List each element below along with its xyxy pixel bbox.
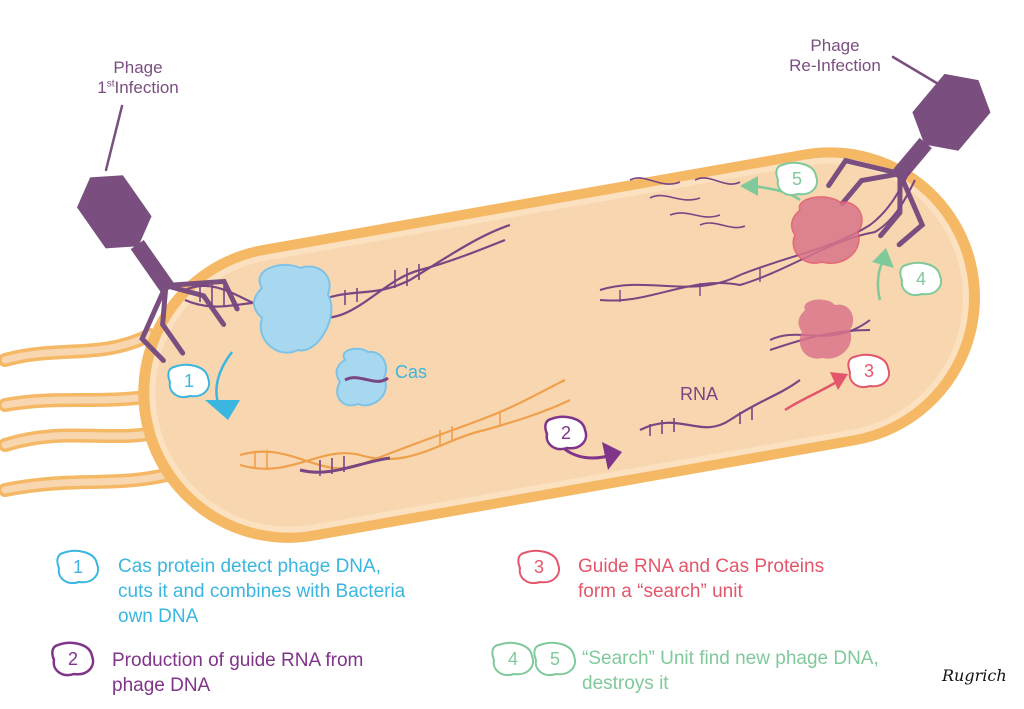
search-unit-protein [798,299,854,359]
legend-badge-step1-num: 1 [72,557,83,577]
arrow-step1-head [205,400,240,420]
label-cas: Cas [395,362,428,382]
orange-dna-strand [239,379,571,476]
badge-in-cell-step4: 4 [898,260,944,298]
legend-step2-text-value: Production of guide RNA from phage DNA [112,650,364,697]
arrow-step4-head [872,248,894,268]
label-phage-reinfection-line2: Re-Infection [789,56,881,76]
legend-step1-text: Cas protein detect phage DNA, cuts it an… [118,554,405,629]
badge-in-cell-step4-num: 4 [915,269,926,289]
badge-in-cell-step2-num: 2 [560,423,571,443]
cas-protein-large [253,263,333,354]
legend-step1-text-value: Cas protein detect phage DNA, cuts it an… [118,556,406,628]
phage-first-infection [76,104,240,363]
badge-in-cell-step3-num: 3 [863,361,874,381]
phage-dna-targeted [599,169,916,302]
badge-in-cell-step1: 1 [166,362,212,400]
badge-in-cell-step5-num: 5 [791,169,802,189]
cas-dna-fragment [344,376,389,383]
badge-in-cell-step2: 2 [543,414,589,452]
legend-badge-step3: 3 [516,548,562,586]
legend-step2-text: Production of guide RNA from phage DNA [112,648,363,698]
phage-reinfection [826,55,991,248]
label-phage-first-line1: Phage [113,58,163,77]
legend-badge-step2-num: 2 [67,649,78,669]
arrow-step3-head [830,372,848,390]
label-phage-first-rest: Infection [114,78,179,98]
label-phage-first-line2: 1stInfection [88,78,188,98]
label-rna: RNA [680,384,719,404]
legend-badge-step5-num: 5 [549,649,560,669]
badge-in-cell-step1-num: 1 [183,371,194,391]
legend-badge-step5: 5 [532,640,578,678]
artist-signature: Rugrich [942,666,1007,685]
label-phage-reinfection: Phage Re-Infection [770,36,900,76]
legend-badge-step2: 2 [50,640,96,678]
search-unit-bound [790,196,863,264]
legend-badge-step3-num: 3 [533,557,544,577]
bacterium-cell [138,147,980,543]
legend-step3-text: Guide RNA and Cas Proteins form a “searc… [578,554,824,604]
legend-step45-text-value: “Search” Unit find new phage DNA, destro… [582,648,879,695]
legend-step3-text-value: Guide RNA and Cas Proteins form a “searc… [578,556,825,603]
badge-in-cell-step5: 5 [774,160,820,198]
label-phage-first-num: 1 [97,78,107,98]
badge-in-cell-step3: 3 [846,352,892,390]
label-phage-first-sup: st [106,78,115,90]
arrow-step2-head [602,442,622,470]
arrow-step5-head [740,176,758,196]
legend-badge-step1: 1 [55,548,101,586]
label-phage-first-infection: Phage 1stInfection [88,58,188,98]
legend-badge-step4-num: 4 [507,649,518,669]
guide-rna-strand [639,379,801,436]
legend-step45-text: “Search” Unit find new phage DNA, destro… [582,646,879,696]
legend-badge-step4: 4 [490,640,536,678]
label-phage-reinfection-line1: Phage [810,36,860,55]
destroyed-phage-dna [629,177,746,229]
